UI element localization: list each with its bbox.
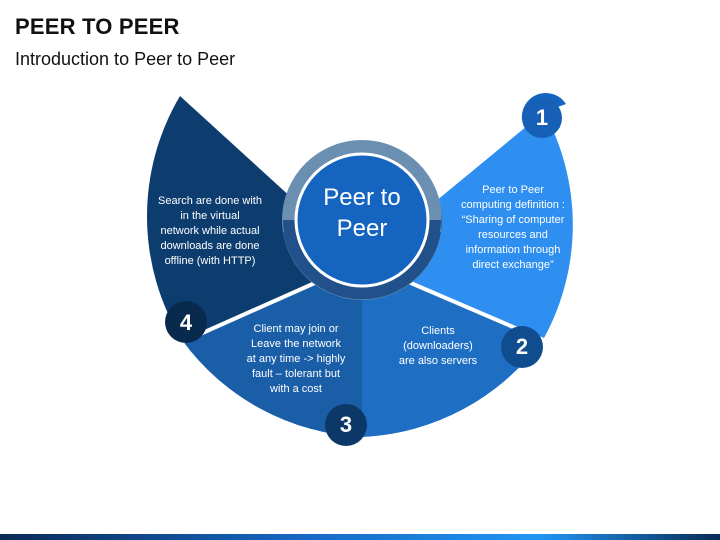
segment-1-number: 1: [535, 105, 549, 130]
bottom-accent-bar: [0, 534, 720, 540]
page-subtitle: Introduction to Peer to Peer: [15, 49, 236, 69]
center-circle: [294, 152, 430, 288]
segment-2-text: Clients (downloaders) are also servers: [388, 324, 488, 369]
center-label: Peer to Peer: [300, 182, 424, 244]
segment-2-line: Clients: [421, 325, 455, 337]
center-label-line-2: Peer: [336, 215, 388, 242]
segment-2: [362, 262, 544, 437]
segment-3-line: Client may join or: [253, 323, 339, 335]
segment-3-line: Leave the network: [251, 338, 341, 350]
segment-4-line: downloads are done: [160, 240, 260, 252]
segment-1-line: computing definition :: [461, 199, 565, 211]
center-label-line-1: Peer to: [323, 184, 401, 211]
segment-3-number: 3: [339, 412, 353, 437]
segment-2-line: are also servers: [398, 355, 478, 367]
segment-3-text: Client may join or Leave the network at …: [236, 322, 356, 397]
segment-4-line: Search are done with: [158, 195, 262, 207]
segment-4-line: in the virtual: [180, 210, 240, 222]
segment-1-text: Peer to Peer computing definition : “Sha…: [448, 183, 578, 273]
number-tab-4-circle: [165, 301, 207, 343]
segment-4-line: offline (with HTTP): [164, 255, 256, 267]
segment-1: [362, 112, 573, 338]
segment-3-line: fault – tolerant but: [251, 368, 341, 380]
segment-4-line: network while actual: [160, 225, 260, 237]
segment-1-line: resources and: [478, 229, 548, 241]
segment-1-line: Peer to Peer: [482, 184, 544, 196]
number-tab-2-circle: [501, 326, 543, 368]
segment-4-number: 4: [179, 310, 193, 335]
page-title: PEER TO PEER: [15, 14, 180, 39]
segment-3-line: with a cost: [270, 383, 322, 395]
segment-1-line: information through: [465, 244, 561, 256]
segment-1-line: “Sharing of computer: [461, 214, 565, 226]
number-tab-3-circle: [325, 404, 367, 446]
number-tab-1-circle: [522, 98, 562, 138]
segment-1-line: direct exchange”: [472, 259, 554, 271]
segment-2-line: (downloaders): [403, 340, 473, 352]
segment-3: [182, 262, 362, 437]
segment-3-line: at any time -> highly: [246, 353, 346, 365]
segment-4-text: Search are done with in the virtual netw…: [145, 194, 275, 269]
segment-2-number: 2: [515, 334, 529, 359]
